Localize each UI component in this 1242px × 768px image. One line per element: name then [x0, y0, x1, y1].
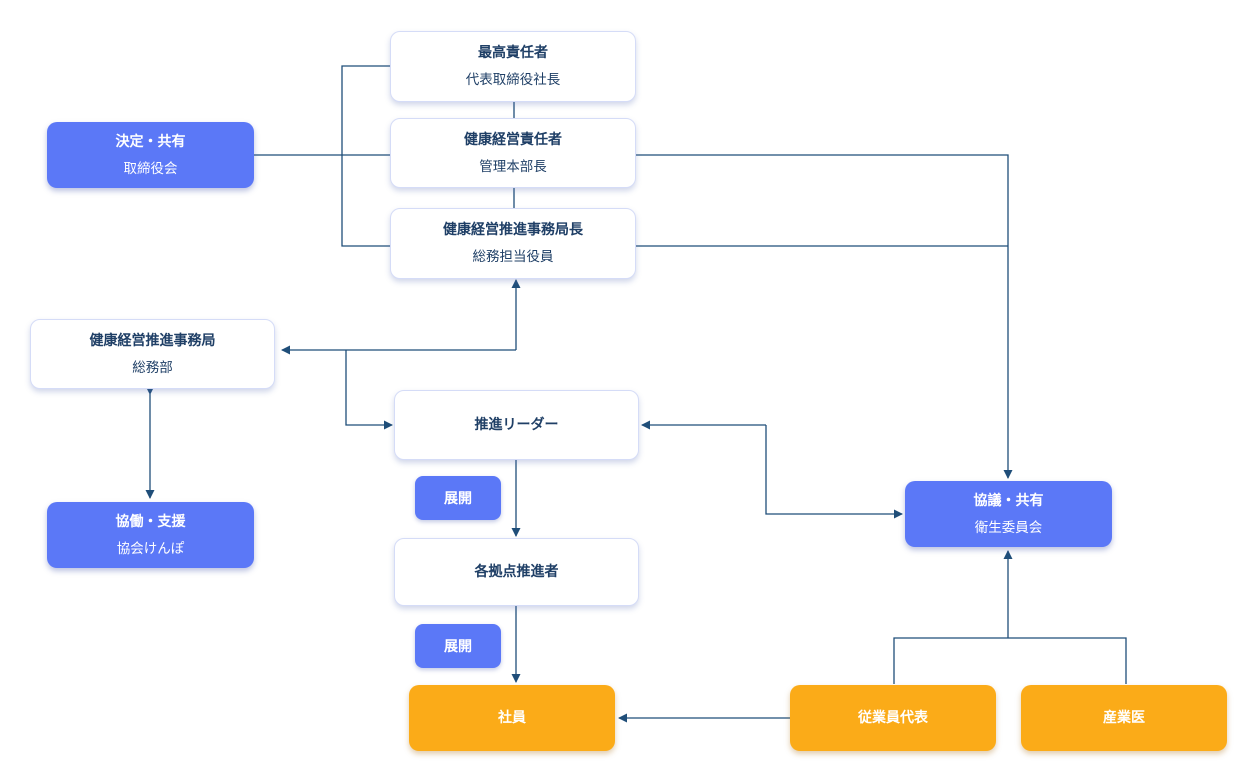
health-officer-node: 健康経営責任者 管理本部長 — [390, 118, 636, 188]
employee-rep-title: 従業員代表 — [858, 710, 928, 726]
employees-node: 社員 — [409, 685, 615, 751]
leader-title: 推進リーダー — [474, 417, 559, 433]
deploy-tag-2: 展開 — [415, 624, 501, 668]
kyokai-title: 協働・支援 — [115, 513, 186, 530]
site-promoters-title: 各拠点推進者 — [474, 564, 559, 580]
kyokai-node: 協働・支援 協会けんぽ — [47, 502, 254, 568]
leader-node: 推進リーダー — [394, 390, 639, 460]
board-title: 決定・共有 — [115, 133, 186, 150]
board-node: 決定・共有 取締役会 — [47, 122, 254, 188]
health-officer-sub: 管理本部長 — [479, 158, 547, 175]
site-promoters-node: 各拠点推進者 — [394, 538, 639, 606]
link-board-bracket — [341, 65, 390, 247]
office-chief-node: 健康経営推進事務局長 総務担当役員 — [390, 208, 636, 279]
top-officer-sub: 代表取締役社長 — [465, 72, 561, 88]
link-office-to-leader — [345, 350, 393, 430]
office-title: 健康経営推進事務局 — [89, 332, 216, 349]
link-health-to-committee — [636, 154, 1013, 479]
top-officer-title: 最高責任者 — [478, 45, 548, 61]
committee-sub: 衛生委員会 — [974, 519, 1043, 536]
office-chief-sub: 総務担当役員 — [472, 249, 554, 265]
board-sub: 取締役会 — [123, 160, 178, 177]
doctor-title: 産業医 — [1103, 710, 1145, 726]
committee-node: 協議・共有 衛生委員会 — [905, 481, 1112, 547]
link-leader-committee — [765, 425, 903, 519]
doctor-node: 産業医 — [1021, 685, 1227, 751]
committee-title: 協議・共有 — [973, 492, 1044, 509]
link-rep-doctor-to-committee — [893, 637, 1127, 684]
top-officer-node: 最高責任者 代表取締役社長 — [390, 31, 636, 102]
office-chief-title: 健康経営推進事務局長 — [443, 222, 583, 238]
office-sub: 総務部 — [132, 359, 173, 376]
deploy-tag-1: 展開 — [415, 476, 501, 520]
employees-title: 社員 — [498, 710, 526, 726]
office-node: 健康経営推進事務局 総務部 — [30, 319, 275, 389]
health-officer-title: 健康経営責任者 — [464, 131, 562, 148]
kyokai-sub: 協会けんぽ — [116, 540, 185, 557]
employee-rep-node: 従業員代表 — [790, 685, 996, 751]
